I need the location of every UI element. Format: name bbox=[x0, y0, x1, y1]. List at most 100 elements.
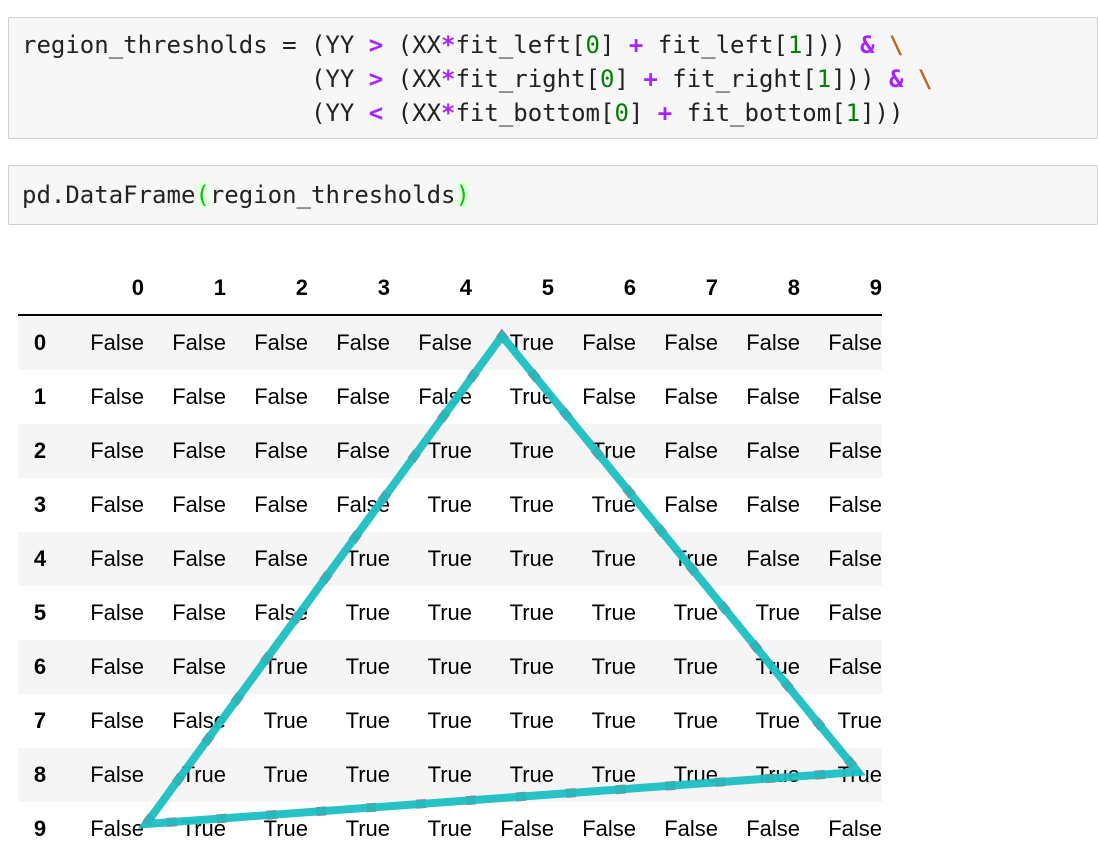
table-cell: True bbox=[755, 600, 800, 625]
column-header: 5 bbox=[472, 262, 554, 316]
index-header bbox=[18, 262, 62, 316]
row-index: 8 bbox=[33, 762, 47, 787]
table-cell: True bbox=[509, 654, 554, 679]
table-cell: True bbox=[673, 654, 718, 679]
table-cell: False bbox=[746, 492, 800, 517]
table-cell: True bbox=[427, 762, 472, 787]
table-cell: False bbox=[828, 654, 882, 679]
code-line-3: (YY < (XX*fit_bottom[0] + fit_bottom[1])… bbox=[22, 99, 904, 127]
table-cell: False bbox=[746, 384, 800, 409]
table-cell: False bbox=[664, 384, 718, 409]
table-cell: True bbox=[427, 708, 472, 733]
table-cell: True bbox=[263, 654, 308, 679]
table-cell: True bbox=[345, 816, 390, 841]
table-cell: True bbox=[673, 600, 718, 625]
table-cell: True bbox=[263, 816, 308, 841]
table-cell: True bbox=[345, 708, 390, 733]
table-cell: True bbox=[591, 708, 636, 733]
table-cell: True bbox=[673, 708, 718, 733]
table-cell: False bbox=[172, 708, 226, 733]
row-index: 7 bbox=[33, 708, 47, 733]
table-cell: True bbox=[427, 492, 472, 517]
table-cell: True bbox=[673, 546, 718, 571]
table-cell: True bbox=[755, 654, 800, 679]
column-header: 0 bbox=[62, 262, 144, 316]
table-cell: False bbox=[664, 492, 718, 517]
code-line-dataframe: pd.DataFrame(region_thresholds) bbox=[22, 181, 470, 209]
table-cell: False bbox=[828, 816, 882, 841]
table-cell: True bbox=[345, 762, 390, 787]
table-cell: False bbox=[336, 330, 390, 355]
table-cell: False bbox=[90, 492, 144, 517]
table-cell: True bbox=[591, 492, 636, 517]
column-header: 1 bbox=[144, 262, 226, 316]
table-cell: False bbox=[90, 762, 144, 787]
row-index: 9 bbox=[33, 816, 47, 841]
column-header: 6 bbox=[554, 262, 636, 316]
table-cell: False bbox=[172, 546, 226, 571]
table-cell: False bbox=[664, 438, 718, 463]
table-cell: False bbox=[90, 330, 144, 355]
table-cell: False bbox=[582, 330, 636, 355]
row-index: 2 bbox=[33, 438, 47, 463]
row-index: 1 bbox=[33, 384, 47, 409]
table-cell: False bbox=[90, 546, 144, 571]
row-index: 4 bbox=[33, 546, 47, 571]
table-cell: True bbox=[345, 546, 390, 571]
table-cell: True bbox=[591, 600, 636, 625]
table-cell: False bbox=[90, 654, 144, 679]
column-header: 9 bbox=[800, 262, 882, 316]
table-cell: True bbox=[345, 600, 390, 625]
table-cell: False bbox=[172, 438, 226, 463]
row-index: 5 bbox=[33, 600, 47, 625]
row-index: 3 bbox=[33, 492, 47, 517]
table-cell: False bbox=[90, 816, 144, 841]
table-cell: False bbox=[254, 330, 308, 355]
table-cell: False bbox=[418, 330, 472, 355]
table-cell: False bbox=[828, 438, 882, 463]
table-cell: False bbox=[172, 384, 226, 409]
table-cell: True bbox=[509, 762, 554, 787]
table-cell: False bbox=[582, 816, 636, 841]
table-cell: False bbox=[664, 816, 718, 841]
table-cell: False bbox=[746, 330, 800, 355]
table-cell: True bbox=[673, 762, 718, 787]
table-cell: True bbox=[837, 708, 882, 733]
code-cell-region-thresholds[interactable]: region_thresholds = (YY > (XX*fit_left[0… bbox=[8, 17, 1098, 139]
table-cell: True bbox=[181, 816, 226, 841]
table-cell: False bbox=[172, 492, 226, 517]
code-line-1: region_thresholds = (YY > (XX*fit_left[0… bbox=[22, 31, 904, 59]
table-cell: False bbox=[172, 330, 226, 355]
table-cell: False bbox=[90, 708, 144, 733]
table-cell: False bbox=[418, 384, 472, 409]
table-cell: False bbox=[664, 330, 718, 355]
table-cell: False bbox=[828, 330, 882, 355]
table-cell: True bbox=[591, 546, 636, 571]
table-cell: True bbox=[509, 330, 554, 355]
table-cell: False bbox=[336, 492, 390, 517]
table-cell: True bbox=[509, 546, 554, 571]
table-cell: True bbox=[427, 600, 472, 625]
table-cell: True bbox=[509, 384, 554, 409]
table-cell: True bbox=[591, 654, 636, 679]
table-cell: True bbox=[509, 600, 554, 625]
table-cell: True bbox=[427, 654, 472, 679]
table-cell: True bbox=[427, 546, 472, 571]
table-cell: True bbox=[345, 654, 390, 679]
code-cell-dataframe[interactable]: pd.DataFrame(region_thresholds) bbox=[8, 165, 1098, 225]
table-cell: False bbox=[500, 816, 554, 841]
table-cell: False bbox=[254, 438, 308, 463]
column-header: 8 bbox=[718, 262, 800, 316]
table-cell: True bbox=[837, 762, 882, 787]
table-cell: False bbox=[828, 600, 882, 625]
table-cell: True bbox=[509, 438, 554, 463]
table-cell: False bbox=[254, 546, 308, 571]
